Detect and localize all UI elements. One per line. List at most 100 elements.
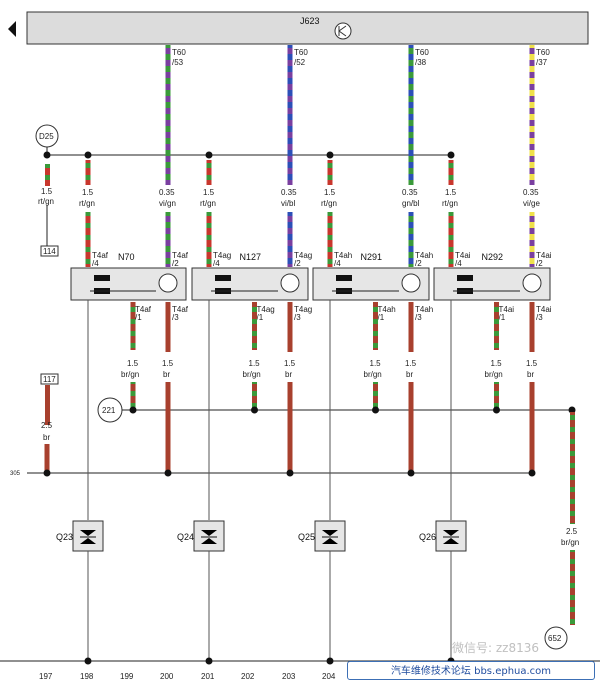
ground-wire <box>373 382 378 408</box>
ref-box-114 <box>40 245 59 257</box>
left-pin-number: /4 <box>213 259 220 268</box>
track-number: 198 <box>80 672 94 681</box>
left-pin-number: /4 <box>92 259 99 268</box>
track-number: 204 <box>322 672 336 681</box>
wire-left-rtgn <box>45 164 50 186</box>
ground-wire-size: 1.5 <box>370 359 382 368</box>
signal-wire-size: 0.35 <box>159 188 175 197</box>
signal-wire-color: vi/ge <box>523 199 540 208</box>
coil-icon <box>457 275 473 281</box>
signal-wire <box>408 212 414 267</box>
right-pin-label: T4ag <box>294 251 312 260</box>
supply-wire <box>448 160 454 185</box>
supply-wire-size: 1.5 <box>203 188 215 197</box>
diode-icon <box>443 530 459 536</box>
right-pin-number: /2 <box>415 259 422 268</box>
ground-wire <box>494 302 499 350</box>
ref-label-117: 117 <box>43 375 56 384</box>
junction-dot <box>447 151 455 159</box>
left-wire-size: 2.5 <box>41 421 53 430</box>
diode-label: Q25 <box>298 532 315 542</box>
bottom-pin2-number: /3 <box>415 313 422 322</box>
transistor-icon <box>401 273 421 293</box>
junction-dot <box>326 151 334 159</box>
return-wire <box>408 302 414 352</box>
transistor-icon <box>280 273 300 293</box>
signal-wire <box>287 45 293 185</box>
return-wire-color: br <box>527 370 534 379</box>
ground-wire <box>130 382 136 408</box>
ground-wire-color: br/gn <box>485 370 503 379</box>
left-pin-number: /4 <box>455 259 462 268</box>
top-connector: T60 <box>294 48 308 57</box>
bottom-pin2-label: T4ai <box>536 305 552 314</box>
bottom-pin-label: T4ag <box>257 305 275 314</box>
diode-icon <box>443 538 459 544</box>
left-pin-label: T4ag <box>213 251 231 260</box>
right-pin-label: T4ah <box>415 251 433 260</box>
ground-label-D25: D25 <box>39 132 54 141</box>
top-pin: /37 <box>536 58 548 67</box>
right-wire-color: br/gn <box>561 538 579 547</box>
return-wire-color: br <box>285 370 292 379</box>
junction-dot <box>84 657 92 665</box>
bottom-pin-label: T4af <box>135 305 152 314</box>
ground-wire-size: 1.5 <box>491 359 503 368</box>
transistor-icon <box>158 273 178 293</box>
supply-wire <box>206 212 212 267</box>
supply-wire <box>206 160 212 185</box>
bus-label-305: 305 <box>10 471 21 477</box>
track-number: 199 <box>120 672 134 681</box>
return-wire <box>287 302 293 352</box>
valve-name: N70 <box>118 252 135 262</box>
footer-banner[interactable]: 汽车维修技术论坛 bbs.ephua.com <box>347 661 595 680</box>
junction-dot <box>164 469 172 477</box>
diode-icon <box>80 538 96 544</box>
ground-label-652: 652 <box>548 634 562 643</box>
junction-dot <box>43 151 51 159</box>
ground-wire-color: br/gn <box>121 370 139 379</box>
junction-dot <box>286 469 294 477</box>
top-connector: T60 <box>536 48 550 57</box>
diode-icon <box>80 530 96 536</box>
supply-wire <box>85 160 91 185</box>
transistor-icon <box>522 273 542 293</box>
top-pin: /38 <box>415 58 427 67</box>
transistor-symbol-icon <box>334 22 352 40</box>
junction-dot <box>407 469 415 477</box>
coil-icon <box>94 275 110 281</box>
signal-wire-color: vi/gn <box>159 199 176 208</box>
return-wire <box>529 302 535 352</box>
right-pin-label: T4af <box>172 251 189 260</box>
valve-name: N291 <box>361 252 383 262</box>
left-pin-label: T4af <box>92 251 109 260</box>
junction-dot <box>372 406 379 414</box>
right-pin-label: T4ai <box>536 251 552 260</box>
track-number: 197 <box>39 672 53 681</box>
wire-left-size: 1.5 <box>41 187 53 196</box>
junction-dot <box>205 151 213 159</box>
supply-wire <box>448 212 454 267</box>
return-wire-color: br <box>406 370 413 379</box>
valve-box <box>70 267 187 301</box>
supply-wire <box>327 160 333 185</box>
signal-wire <box>529 212 535 267</box>
left-pin-number: /4 <box>334 259 341 268</box>
ground-wire <box>130 302 136 350</box>
diode-icon <box>322 530 338 536</box>
signal-wire-color: gn/bl <box>402 199 420 208</box>
diode-label: Q24 <box>177 532 194 542</box>
signal-wire <box>165 45 171 185</box>
track-number: 200 <box>160 672 174 681</box>
junction-dot <box>326 657 334 665</box>
diode-icon <box>201 538 217 544</box>
diode-label: Q26 <box>419 532 436 542</box>
ground-wire <box>252 302 257 350</box>
return-wire <box>287 382 293 472</box>
diode-icon <box>201 530 217 536</box>
supply-wire <box>85 212 91 267</box>
left-pin-label: T4ai <box>455 251 471 260</box>
supply-wire-size: 1.5 <box>324 188 336 197</box>
wire-left-br <box>45 385 50 425</box>
